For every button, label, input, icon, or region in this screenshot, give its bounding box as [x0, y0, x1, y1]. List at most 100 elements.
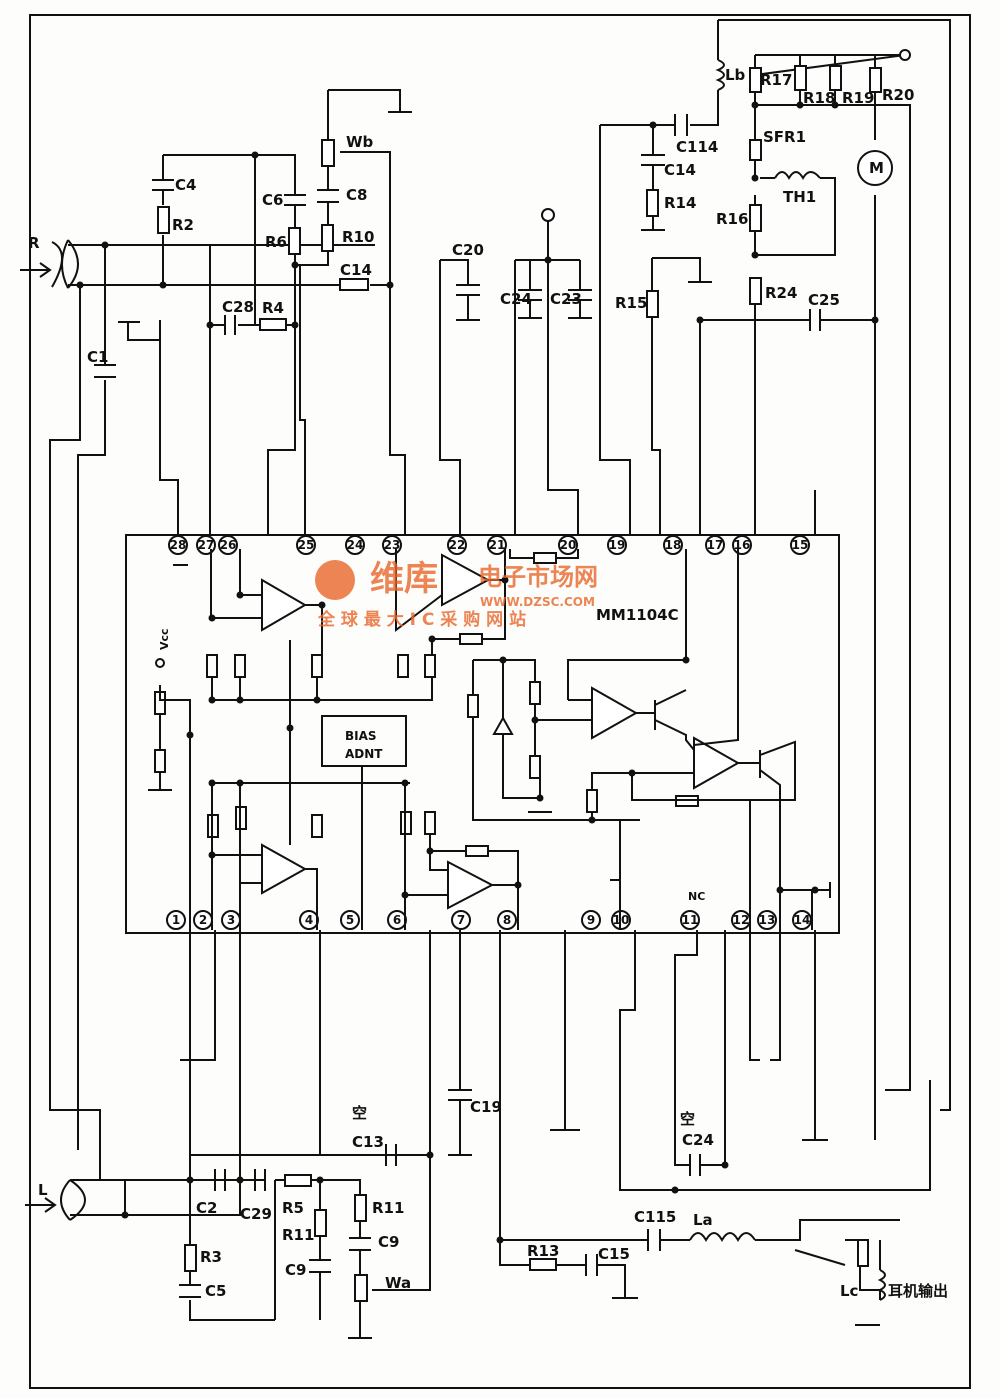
label-c9: C9: [378, 1233, 399, 1251]
watermark-url: WWW.DZSC.COM: [480, 595, 595, 609]
top-pin-25: [296, 535, 316, 555]
label-r16: R16: [716, 210, 748, 228]
bottom-pin-label-14: 14: [794, 913, 811, 927]
opamp-2: [261, 843, 308, 895]
label-r20: R20: [882, 86, 914, 104]
chip-name: MM1104C: [596, 606, 679, 624]
terminal-top: [541, 208, 555, 222]
zener-diode: [492, 715, 514, 735]
top-pin-label-19: 19: [609, 538, 626, 552]
label-la: La: [693, 1211, 713, 1229]
bias-label: BIAS: [345, 729, 377, 743]
label-c2: C2: [196, 1199, 217, 1217]
junction-dot: [751, 101, 759, 109]
label-c9-left: C9: [285, 1261, 306, 1279]
junction-dot: [501, 576, 509, 584]
top-pin-label-26: 26: [220, 538, 237, 552]
label-empty-left: 空: [352, 1104, 367, 1122]
junction-dot: [236, 591, 244, 599]
junction-dot: [499, 656, 507, 664]
inductors: [689, 59, 886, 1301]
label-c23: C23: [550, 290, 582, 308]
label-c5: C5: [205, 1282, 226, 1300]
top-pin-20: [558, 535, 578, 555]
bottom-pin-label-2: 2: [199, 913, 207, 927]
opamp-4: [447, 860, 495, 910]
junction-dot: [159, 281, 167, 289]
top-pin-15: [790, 535, 810, 555]
label-c115: C115: [634, 1208, 676, 1226]
junction-dot: [236, 779, 244, 787]
bottom-pin-label-7: 7: [457, 913, 465, 927]
bottom-pin-1: [166, 910, 186, 930]
junction-dot: [428, 635, 436, 643]
label-r18: R18: [803, 89, 835, 107]
label-wb: Wb: [346, 133, 374, 151]
label-sfr1: SFR1: [763, 128, 806, 146]
label-r13: R13: [527, 1242, 559, 1260]
top-pin-18: [663, 535, 683, 555]
watermark-slogan: 全 球 最 大 I C 采 购 网 站: [317, 609, 526, 630]
junction-dot: [831, 101, 839, 109]
label-th1: TH1: [783, 188, 816, 206]
bottom-pin-label-3: 3: [227, 913, 235, 927]
bottom-pin-label-8: 8: [503, 913, 511, 927]
top-pin-label-27: 27: [198, 538, 215, 552]
watermark: 维库 电子市场网 WWW.DZSC.COM 全 球 最 大 I C 采 购 网 …: [315, 559, 598, 630]
opamp-1: [261, 578, 307, 632]
label-r11-left: R11: [282, 1226, 314, 1244]
bottom-pin-8: [497, 910, 517, 930]
label-c20: C20: [452, 241, 484, 259]
label-headphone: 耳机输出: [888, 1282, 948, 1300]
junction-dot: [101, 241, 109, 249]
top-pin-label-28: 28: [170, 538, 187, 552]
label-c25: C25: [808, 291, 840, 309]
label-c28: C28: [222, 298, 254, 316]
label-c29: C29: [240, 1205, 272, 1223]
junction-dot: [721, 1161, 729, 1169]
label-wa: Wa: [385, 1274, 411, 1292]
top-pin-24: [345, 535, 365, 555]
top-pin-label-25: 25: [298, 538, 315, 552]
label-r15: R15: [615, 294, 647, 312]
bottom-pin-label-12: 12: [733, 913, 750, 927]
label-r10: R10: [342, 228, 374, 246]
label-r11: R11: [372, 1199, 404, 1217]
jack-l: [60, 1179, 86, 1221]
label-c13: C13: [352, 1133, 384, 1151]
junction-dot: [426, 847, 434, 855]
top-pin-label-17: 17: [707, 538, 724, 552]
junction-dot: [286, 724, 294, 732]
bottom-pin-label-13: 13: [759, 913, 776, 927]
junction-dot: [291, 261, 299, 269]
junction-dot: [531, 716, 539, 724]
bottom-pin-label-1: 1: [172, 913, 180, 927]
top-pin-label-20: 20: [560, 538, 577, 552]
junction-dot: [236, 1176, 244, 1184]
label-r: R: [28, 234, 40, 252]
component-labels: R2 C4 C28 R4 C6 R6 C8 R10 C14 Wb C1 R C2…: [28, 66, 948, 1300]
bottom-pin-label-11: 11: [682, 913, 699, 927]
junction-dot: [496, 1236, 504, 1244]
label-c14: C14: [340, 261, 372, 279]
label-c19: C19: [470, 1098, 502, 1116]
junction-dot: [671, 1186, 679, 1194]
junction-dot: [121, 1211, 129, 1219]
top-pin-label-23: 23: [384, 538, 401, 552]
junction-dot: [186, 731, 194, 739]
outer-frame: [29, 14, 971, 1389]
top-pin-28: [168, 535, 188, 555]
junction-dot: [236, 696, 244, 704]
label-c24-bot: C24: [682, 1131, 714, 1149]
watermark-title: 电子市场网: [478, 563, 598, 591]
label-nc-11: NC: [688, 890, 705, 903]
terminal-right: [899, 49, 911, 61]
arrow-r: [20, 262, 52, 278]
jack-r: [51, 239, 79, 289]
junction-dot: [208, 696, 216, 704]
label-r6: R6: [265, 233, 287, 251]
label-r17: R17: [760, 71, 792, 89]
label-r2: R2: [172, 216, 194, 234]
